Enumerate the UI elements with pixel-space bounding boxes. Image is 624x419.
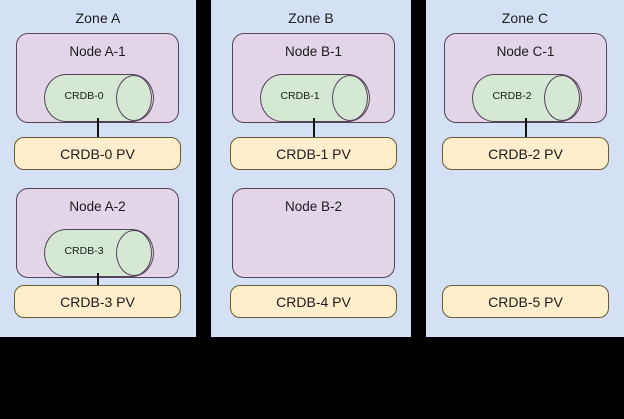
pv-box-crdb-2[interactable]: CRDB-2 PV [442, 137, 609, 170]
pv-box-crdb-3[interactable]: CRDB-3 PV [14, 285, 181, 318]
node-label-c-1: Node C-1 [496, 44, 555, 59]
zone-container-c: Zone C Node C-1 CRDB-2 CRDB-2 PV CRDB-5 … [426, 0, 624, 337]
node-box-b-2[interactable]: Node B-2 [232, 188, 395, 278]
node-box-a-1[interactable]: Node A-1 CRDB-0 [16, 33, 179, 123]
node-box-c-1[interactable]: Node C-1 CRDB-2 [444, 33, 607, 123]
node-label-a-1: Node A-1 [69, 44, 126, 59]
pv-label-crdb-3: CRDB-3 PV [60, 293, 135, 310]
pv-label-crdb-4: CRDB-4 PV [276, 293, 351, 310]
pod-cylinder-crdb-2[interactable]: CRDB-2 [472, 74, 582, 122]
zone-title-c: Zone C [501, 10, 549, 26]
connector-b-1 [313, 118, 315, 139]
node-box-b-1[interactable]: Node B-1 CRDB-1 [232, 33, 395, 123]
pv-box-crdb-0[interactable]: CRDB-0 PV [14, 137, 181, 170]
pv-box-crdb-1[interactable]: CRDB-1 PV [230, 137, 397, 170]
pod-cylinder-crdb-3[interactable]: CRDB-3 [44, 229, 154, 277]
pv-label-crdb-2: CRDB-2 PV [488, 145, 563, 162]
pv-label-crdb-1: CRDB-1 PV [276, 145, 351, 162]
pod-cylinder-crdb-1[interactable]: CRDB-1 [260, 74, 370, 122]
pod-label-crdb-3: CRDB-3 [64, 245, 104, 257]
connector-a-1 [97, 118, 99, 139]
pv-box-crdb-5[interactable]: CRDB-5 PV [442, 285, 609, 318]
cylinder-cap-icon [544, 75, 580, 121]
node-box-a-2[interactable]: Node A-2 CRDB-3 [16, 188, 179, 278]
zone-title-b: Zone B [288, 10, 334, 26]
zone-container-a: Zone A Node A-1 CRDB-0 CRDB-0 PV Node A-… [0, 0, 196, 337]
pod-label-crdb-2: CRDB-2 [492, 90, 532, 102]
zone-container-b: Zone B Node B-1 CRDB-1 CRDB-1 PV Node B-… [211, 0, 411, 337]
node-label-b-2: Node B-2 [284, 199, 343, 214]
pod-label-crdb-1: CRDB-1 [280, 90, 320, 102]
node-label-a-2: Node A-2 [69, 199, 126, 214]
node-label-b-1: Node B-1 [284, 44, 343, 59]
zone-title-a: Zone A [75, 10, 121, 26]
connector-a-2 [97, 273, 99, 294]
pv-label-crdb-0: CRDB-0 PV [60, 145, 135, 162]
pv-label-crdb-5: CRDB-5 PV [488, 293, 563, 310]
pod-cylinder-crdb-0[interactable]: CRDB-0 [44, 74, 154, 122]
pv-box-crdb-4[interactable]: CRDB-4 PV [230, 285, 397, 318]
connector-c-1 [525, 118, 527, 139]
pod-label-crdb-0: CRDB-0 [64, 90, 104, 102]
cylinder-cap-icon [116, 230, 152, 276]
cylinder-cap-icon [332, 75, 368, 121]
cylinder-cap-icon [116, 75, 152, 121]
